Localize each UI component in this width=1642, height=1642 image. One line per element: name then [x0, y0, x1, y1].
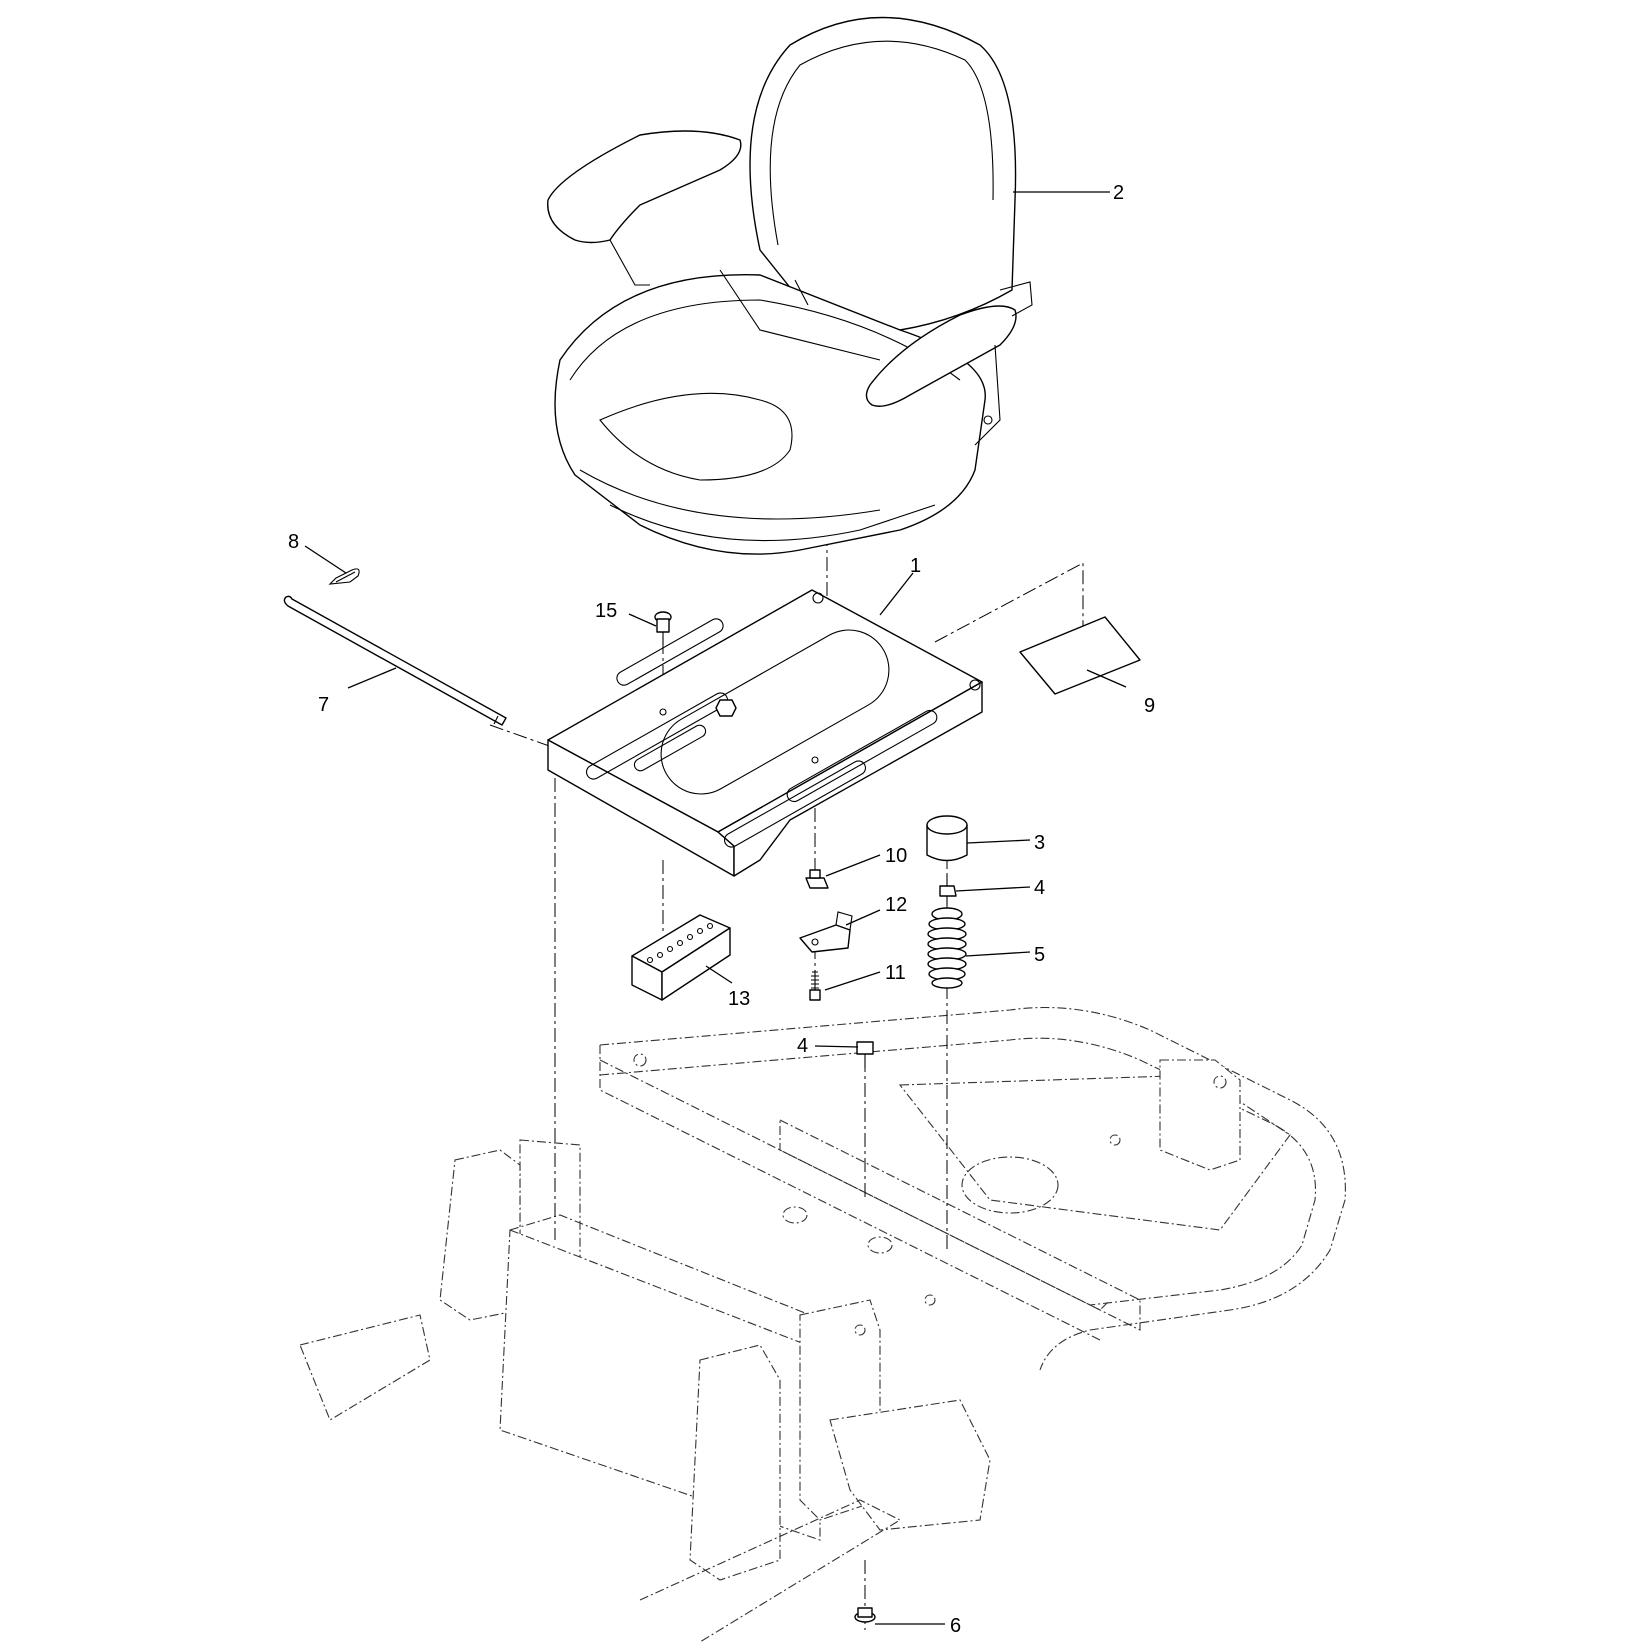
callout-13: 13 [728, 988, 750, 1010]
leader-lines [304, 191, 1127, 1625]
coil-spring [927, 907, 967, 989]
callout-2: 2 [1113, 182, 1124, 204]
hex-nut-upper [939, 875, 957, 905]
seat-pan [547, 589, 983, 877]
adjustment-bracket [631, 914, 731, 1001]
hex-screw [809, 970, 821, 1001]
callout-8: 8 [288, 531, 299, 553]
callout-15: 15 [595, 600, 617, 622]
callout-7: 7 [318, 694, 329, 716]
hex-bolt-lower [856, 1041, 874, 1068]
clip-nut [805, 869, 829, 889]
callout-4-upper: 4 [1034, 877, 1045, 899]
hairpin-clip [328, 568, 360, 585]
flange-nut [854, 1607, 876, 1623]
decal [1019, 616, 1141, 695]
carriage-bolt [654, 611, 672, 645]
callout-1: 1 [910, 555, 921, 577]
callout-10: 10 [885, 845, 907, 867]
callout-3: 3 [1034, 832, 1045, 854]
rubber-bumper [926, 815, 968, 862]
callout-4-lower: 4 [797, 1035, 808, 1057]
callout-6: 6 [950, 1615, 961, 1637]
callout-11: 11 [885, 962, 906, 984]
callout-9: 9 [1144, 695, 1155, 717]
callout-5: 5 [1034, 944, 1045, 966]
latch-bracket [799, 911, 853, 953]
mower-frame [299, 1006, 1346, 1642]
callout-labels: 2 1 8 15 7 9 3 4 10 12 5 11 13 4 6 [288, 182, 1155, 1637]
pivot-rod [283, 595, 507, 726]
seat [547, 16, 1033, 555]
callout-12: 12 [885, 894, 907, 916]
